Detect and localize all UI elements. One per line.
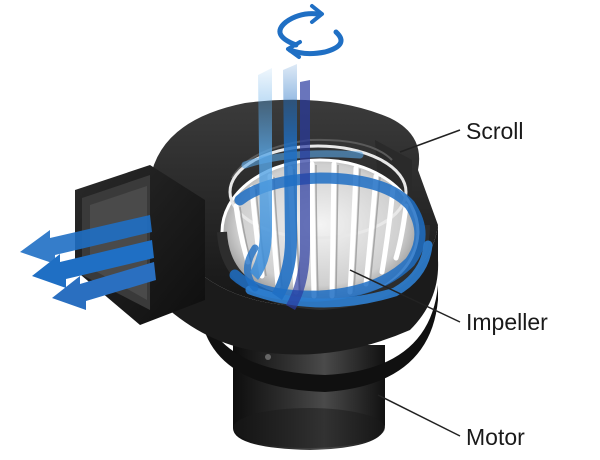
- airflow-arrow-icon: [20, 215, 156, 310]
- leader-lines: [349, 129, 461, 437]
- impeller-leader: [349, 269, 461, 323]
- motor-label: Motor: [466, 424, 525, 450]
- scroll-leader: [399, 129, 461, 153]
- rotation-arrows-icon: [277, 4, 344, 59]
- scroll-label: Scroll: [466, 118, 524, 144]
- motor: [233, 345, 385, 450]
- housing-base: [200, 285, 438, 392]
- impeller-label: Impeller: [466, 309, 548, 335]
- inflow-streams: [250, 64, 310, 310]
- motor-leader: [377, 394, 461, 437]
